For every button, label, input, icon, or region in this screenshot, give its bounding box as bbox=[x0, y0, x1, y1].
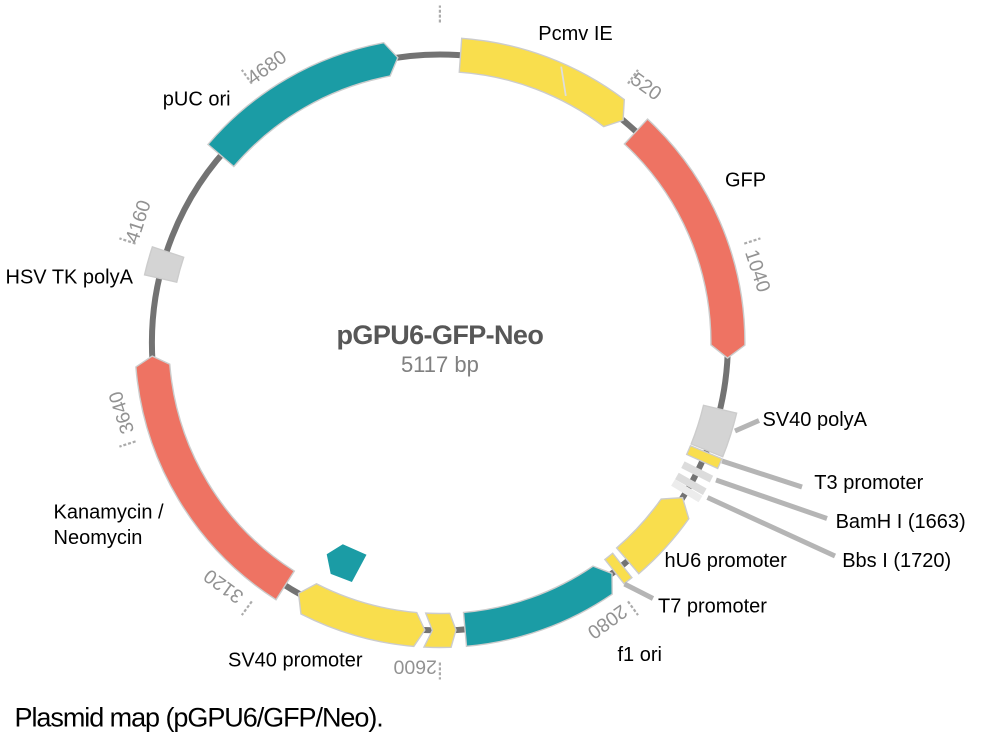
svg-text:Kanamycin /: Kanamycin / bbox=[54, 502, 164, 524]
svg-text:SV40 polyA: SV40 polyA bbox=[763, 409, 868, 431]
svg-text:Plasmid map (pGPU6/GFP/Neo).: Plasmid map (pGPU6/GFP/Neo). bbox=[15, 703, 383, 733]
svg-text:Pcmv IE: Pcmv IE bbox=[538, 23, 612, 45]
svg-text:hU6 promoter: hU6 promoter bbox=[665, 550, 788, 572]
svg-text:5117 bp: 5117 bp bbox=[401, 352, 479, 377]
svg-text:SV40 promoter: SV40 promoter bbox=[228, 650, 363, 672]
svg-text:pGPU6-GFP-Neo: pGPU6-GFP-Neo bbox=[337, 320, 544, 350]
svg-text:T3 promoter: T3 promoter bbox=[814, 472, 923, 494]
svg-text:Bbs I (1720): Bbs I (1720) bbox=[842, 550, 951, 572]
svg-text:Neomycin: Neomycin bbox=[54, 527, 143, 549]
svg-text:T7 promoter: T7 promoter bbox=[658, 595, 767, 617]
svg-text:GFP: GFP bbox=[725, 170, 766, 192]
svg-text:HSV TK polyA: HSV TK polyA bbox=[6, 266, 134, 288]
svg-text:BamH I (1663): BamH I (1663) bbox=[836, 511, 966, 533]
svg-text:f1 ori: f1 ori bbox=[618, 644, 662, 666]
svg-text:2600: 2600 bbox=[393, 656, 437, 678]
svg-text:pUC ori: pUC ori bbox=[163, 89, 231, 111]
